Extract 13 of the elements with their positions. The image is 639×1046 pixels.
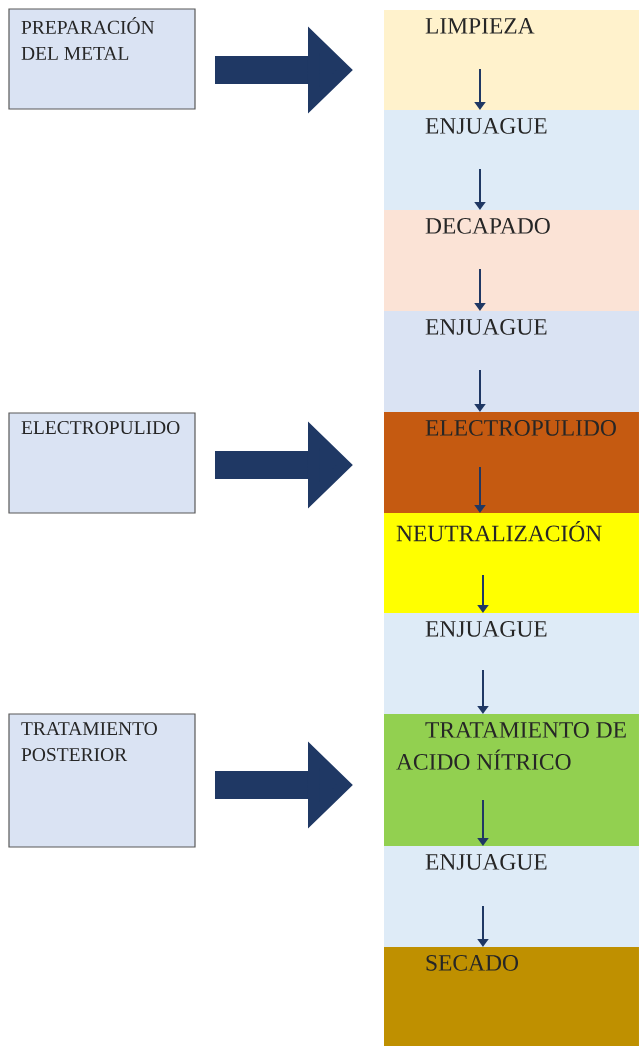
- step-band: DECAPADO: [384, 210, 639, 311]
- step-band: ELECTROPULIDO: [384, 412, 639, 513]
- step-band: TRATAMIENTO DE ACIDO NÍTRICO: [384, 714, 639, 846]
- step-band: LIMPIEZA: [384, 10, 639, 110]
- step-band: ENJUAGUE: [384, 846, 639, 947]
- step-band: NEUTRALIZACIÓN: [384, 513, 639, 613]
- stage-box: TRATAMIENTO POSTERIOR: [8, 713, 196, 848]
- step-band: ENJUAGUE: [384, 110, 639, 210]
- step-band: ENJUAGUE: [384, 613, 639, 714]
- step-band: SECADO: [384, 947, 639, 1046]
- stage-box: PREPARACIÓN DEL METAL: [8, 8, 196, 110]
- stage-box: ELECTROPULIDO: [8, 412, 196, 514]
- step-band: ENJUAGUE: [384, 311, 639, 412]
